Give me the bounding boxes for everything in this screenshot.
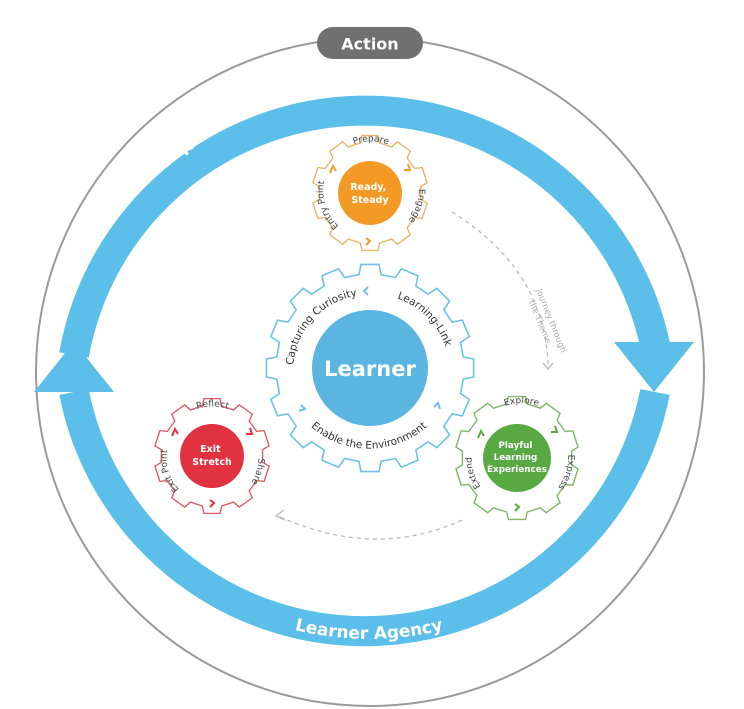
exit-circle bbox=[180, 424, 244, 488]
reflect-label: Reflect bbox=[195, 399, 230, 412]
chevron-icon bbox=[404, 163, 412, 171]
ready-steady-gear: Ready, Steady Prepare Engage Entry Point bbox=[312, 134, 428, 252]
learner-title: Learner bbox=[324, 357, 416, 381]
chevron-icon bbox=[298, 404, 307, 412]
chevron-icon bbox=[514, 503, 521, 512]
chevron-icon bbox=[551, 425, 559, 433]
chevron-icon bbox=[433, 401, 441, 410]
playful-title: Playful Learning Experiences bbox=[487, 441, 547, 475]
action-label: Action bbox=[341, 35, 398, 54]
chevron-icon bbox=[365, 237, 372, 246]
down-arrow-icon bbox=[614, 342, 694, 392]
ready-title: Ready, Steady bbox=[350, 182, 389, 206]
exit-title: Exit Stretch bbox=[192, 444, 232, 468]
bottom-cycle-arc bbox=[59, 389, 670, 647]
ready-circle bbox=[338, 161, 402, 225]
journey-dashed-arc-top bbox=[451, 211, 549, 366]
chevron-icon bbox=[477, 428, 485, 439]
exit-stretch-gear: Exit Stretch Reflect Share Exit Point bbox=[154, 397, 270, 515]
journey-arrow-bottom-icon bbox=[274, 509, 286, 521]
chevron-icon bbox=[329, 163, 337, 174]
chevron-icon bbox=[246, 427, 254, 435]
chevron-icon bbox=[362, 286, 369, 296]
action-badge bbox=[317, 27, 423, 59]
journey-dashed-arc-bottom bbox=[277, 515, 463, 540]
learner-circle bbox=[312, 310, 428, 426]
journey-label: Journey through the Theme bbox=[523, 286, 569, 361]
playful-learning-gear: Playful Learning Experiences Explore Exp… bbox=[455, 395, 579, 521]
playful-circle bbox=[483, 424, 551, 492]
journey-arrow-top-icon bbox=[542, 362, 554, 371]
chevron-icon bbox=[171, 426, 179, 437]
up-arrow-icon bbox=[34, 342, 114, 392]
learner-gear: Learner Capturing Curiosity Learning-Lin… bbox=[265, 263, 475, 473]
explore-label: Explore bbox=[503, 396, 541, 409]
chevron-icon bbox=[209, 499, 216, 508]
top-cycle-arc bbox=[59, 95, 670, 358]
